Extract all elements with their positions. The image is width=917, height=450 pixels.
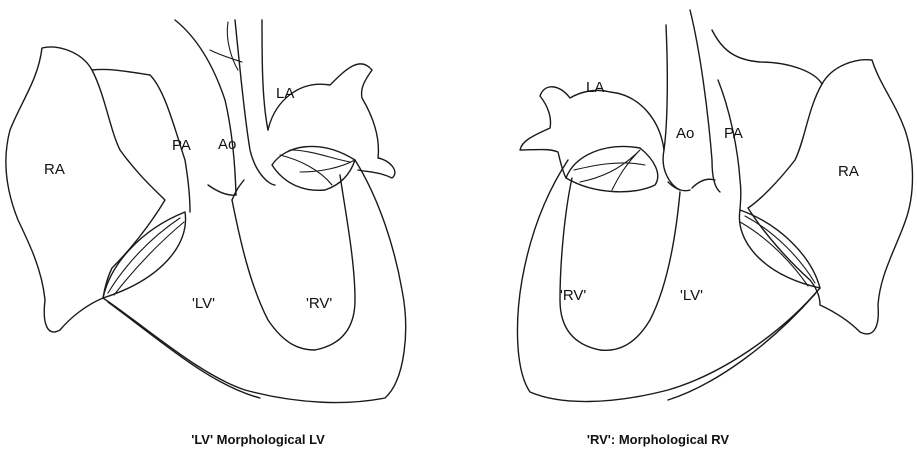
right-caption: 'RV': Morphological RV xyxy=(587,432,730,447)
left-left-atrium-outline xyxy=(268,64,395,178)
right-aorta-semilunar xyxy=(668,179,715,190)
right-septum xyxy=(600,192,680,350)
right-aorta xyxy=(663,25,680,190)
left-aorta xyxy=(235,20,275,185)
right-la-label: LA xyxy=(586,79,604,96)
left-pa-label: PA xyxy=(172,137,191,154)
left-ao-label: Ao xyxy=(218,136,236,153)
left-right-atrium-outline xyxy=(6,47,165,332)
right-right-atrium-outline xyxy=(748,60,913,334)
left-ventricle-inner-wall xyxy=(108,302,260,398)
right-lv-label: 'LV' xyxy=(680,287,703,304)
left-septum xyxy=(232,200,315,350)
right-rv-label: 'RV' xyxy=(560,287,586,304)
left-ventricle-outline xyxy=(103,160,406,403)
left-ra-label: RA xyxy=(44,161,65,178)
right-heart-diagram xyxy=(517,10,912,402)
left-pa-semilunar xyxy=(208,180,244,200)
left-aorta-right-wall xyxy=(262,20,268,130)
right-pulmonary-artery xyxy=(712,30,822,84)
left-rv-label: 'RV' xyxy=(306,295,332,312)
left-pa-right-wall xyxy=(175,20,236,195)
right-ventricle-inner-wall xyxy=(668,294,815,400)
right-av-valve-leaflets xyxy=(740,216,815,286)
right-pa-left-wall xyxy=(718,80,741,210)
left-la-label: LA xyxy=(276,85,294,102)
right-ventricle-outline xyxy=(517,160,820,402)
right-ao-label: Ao xyxy=(676,125,694,142)
left-mitral-leaflets xyxy=(280,150,355,185)
left-lv-label: 'LV' xyxy=(192,295,215,312)
right-ra-label: RA xyxy=(838,163,859,180)
left-heart-diagram xyxy=(6,20,406,403)
left-rv-inner-wall xyxy=(315,175,355,350)
left-caption: 'LV' Morphological LV xyxy=(191,432,325,447)
right-pa-label: PA xyxy=(724,125,743,142)
left-av-valve-outer xyxy=(103,212,186,298)
right-rv-inner-wall xyxy=(560,178,600,350)
